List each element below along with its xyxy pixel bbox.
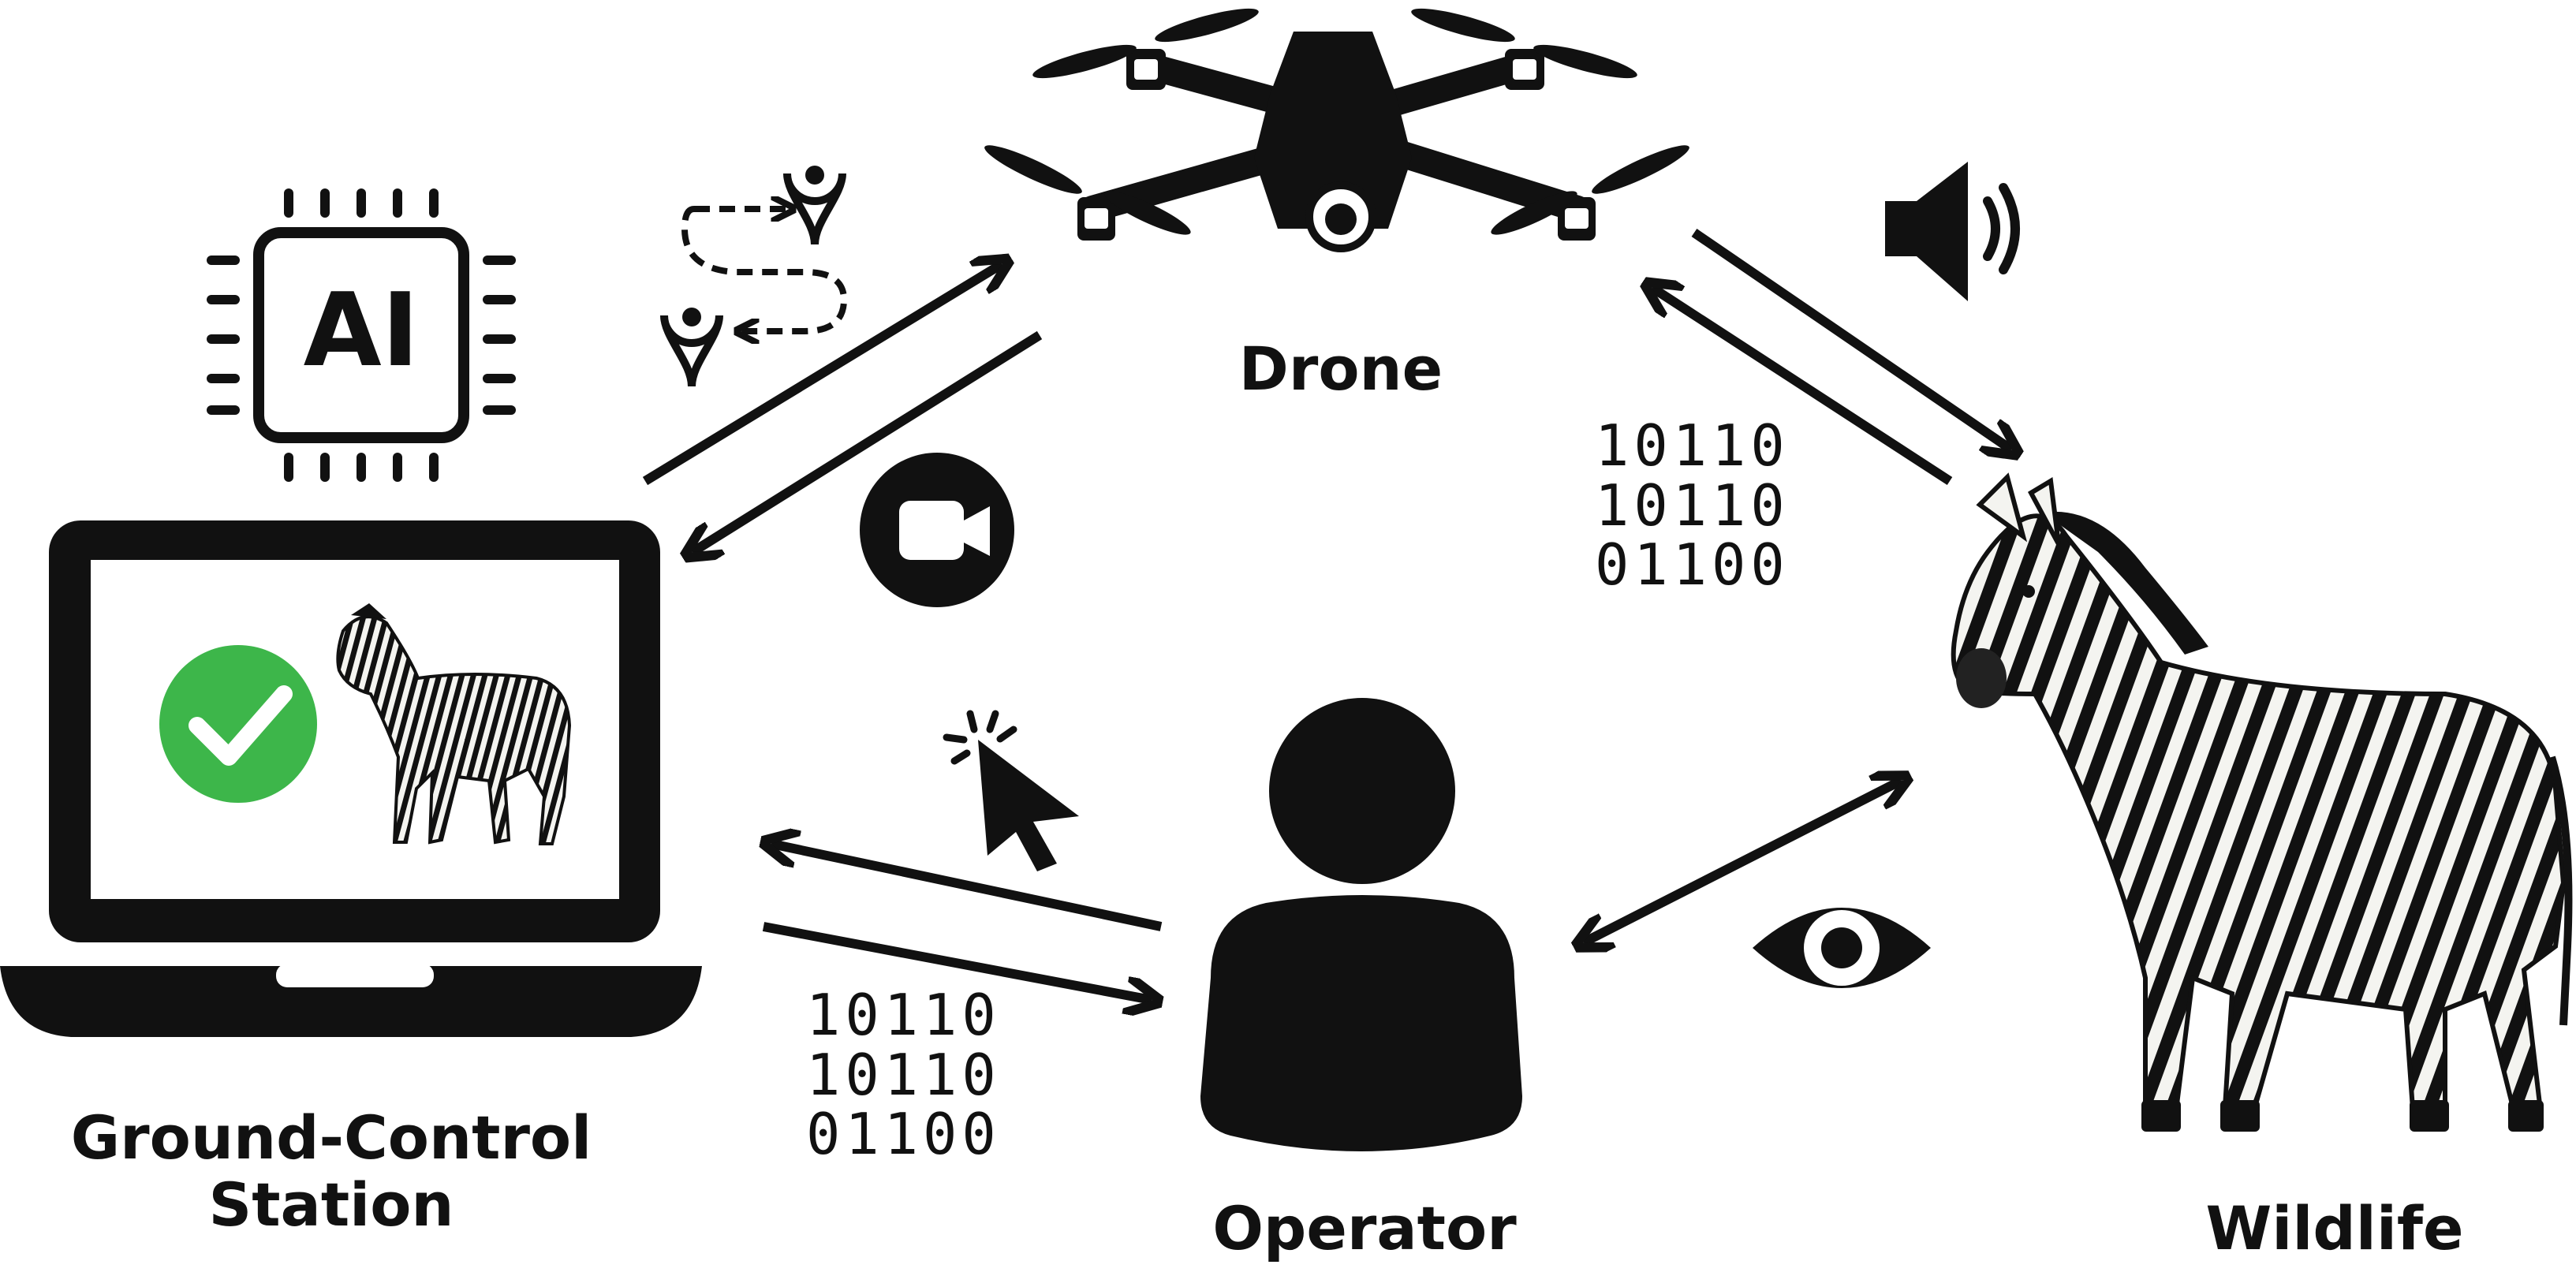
ground-control-station-laptop — [0, 520, 702, 1037]
ground-station-label-line1: Ground-Control — [70, 1102, 592, 1173]
mouse-click-cursor-icon — [943, 710, 1079, 871]
operator-person-icon — [1200, 698, 1522, 1151]
arrow-drone-to-station — [693, 330, 1043, 552]
binary-line: 01100 — [806, 1101, 1001, 1168]
binary-line: 01100 — [1595, 532, 1790, 599]
binary-stream-station-operator: 10110 10110 01100 — [806, 982, 1001, 1168]
ground-station-label-line2: Station — [208, 1169, 454, 1240]
arrow-operator-to-station — [771, 844, 1163, 931]
route-waypoints-icon — [660, 166, 848, 387]
binary-line: 10110 — [806, 1041, 1001, 1108]
drone-label: Drone — [1238, 334, 1443, 404]
binary-line: 10110 — [1595, 412, 1790, 479]
operator-label: Operator — [1212, 1193, 1517, 1263]
eye-observation-icon — [1753, 908, 1931, 988]
wildlife-label: Wildlife — [2205, 1193, 2464, 1263]
arrow-drone-to-wildlife — [1691, 229, 2011, 450]
binary-line: 10110 — [1595, 472, 1790, 539]
speaker-sound-icon — [1885, 162, 2020, 301]
drone-icon — [984, 8, 1689, 252]
ground-station-label: Ground-Control Station — [47, 1104, 615, 1238]
zebra-wildlife-icon — [1951, 472, 2573, 1132]
arrow-operator-wildlife — [1584, 781, 1901, 942]
arrow-station-to-drone — [642, 264, 1002, 486]
zebra-thumbnail-icon — [336, 603, 572, 845]
binary-stream-drone-wildlife: 10110 10110 01100 — [1595, 416, 1790, 595]
check-circle-icon — [159, 645, 317, 803]
ai-chip-label: AI — [303, 272, 420, 390]
video-camera-icon — [860, 453, 1014, 607]
arrow-wildlife-to-drone — [1652, 288, 1953, 486]
ai-chip-icon — [207, 188, 516, 482]
binary-line: 10110 — [806, 982, 1001, 1048]
arrow-station-to-operator — [762, 922, 1152, 1000]
